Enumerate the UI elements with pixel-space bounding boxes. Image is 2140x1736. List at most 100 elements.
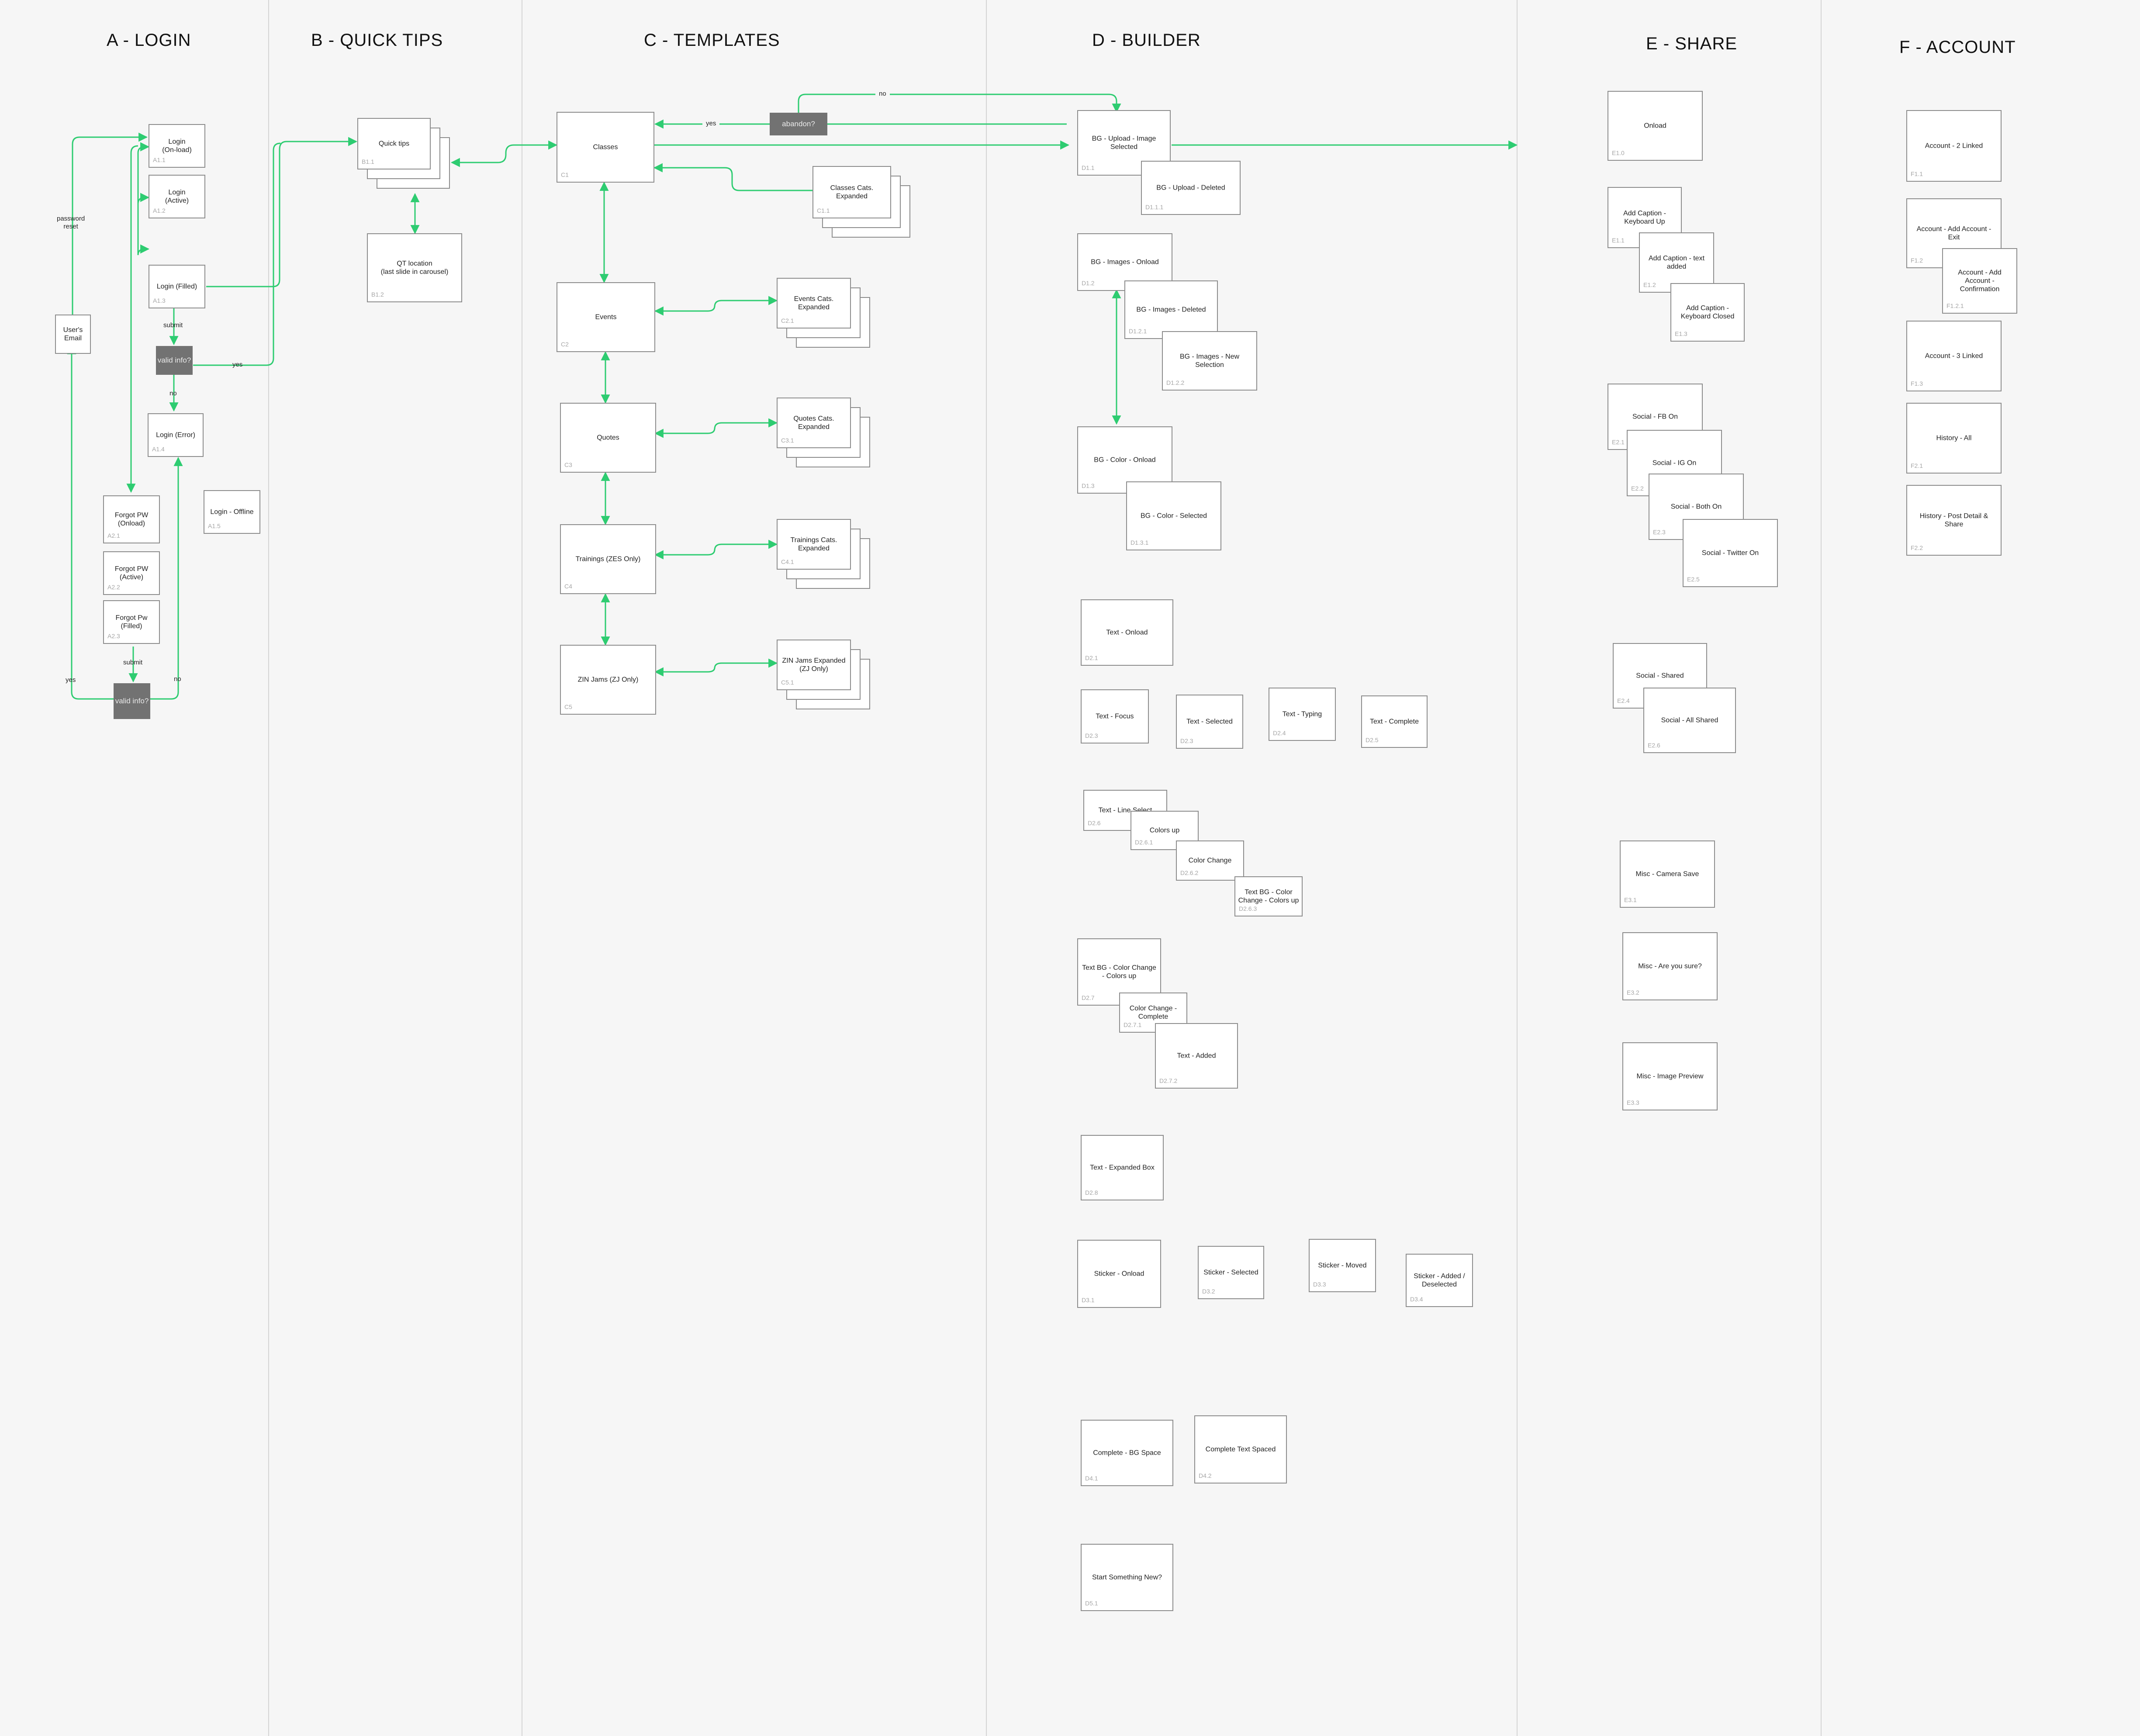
screen-id: A2.2 <box>107 584 120 591</box>
screen-label: Quotes <box>597 434 619 442</box>
screen-card-b1-2[interactable]: QT location (last slide in carousel)B1.2 <box>367 233 462 302</box>
edge-label-no: no <box>169 390 177 397</box>
column-divider <box>1517 0 1518 1736</box>
screen-label: Quick tips <box>378 140 410 148</box>
screen-card-c5[interactable]: ZIN Jams (ZJ Only)C5 <box>560 645 656 715</box>
screen-label: Colors up <box>1149 827 1180 834</box>
column-divider <box>986 0 987 1736</box>
screen-card-a1-4[interactable]: Login (Error)A1.4 <box>148 413 204 457</box>
screen-id: C4.1 <box>781 558 794 565</box>
screen-label: BG - Images - New Selection <box>1179 353 1240 369</box>
screen-id: D2.8 <box>1085 1189 1098 1196</box>
screen-card-e3-2[interactable]: Misc - Are you sure?E3.2 <box>1622 932 1718 1000</box>
screen-card-c5-1[interactable]: ZIN Jams Expanded (ZJ Only)C5.1 <box>777 640 851 690</box>
screen-card-c4[interactable]: Trainings (ZES Only)C4 <box>560 524 656 594</box>
screen-id: D1.1.1 <box>1145 204 1164 211</box>
screen-label: Login (Filled) <box>156 283 197 290</box>
screen-card-a1-2[interactable]: Login (Active)A1.2 <box>149 175 205 218</box>
screen-label: Add Caption - text added <box>1648 255 1705 270</box>
screen-card-a2-2[interactable]: Forgot PW (Active) A2.2 <box>103 551 160 595</box>
screen-card-a1-3[interactable]: Login (Filled)A1.3 <box>149 265 205 308</box>
column-title-templates: C - TEMPLATES <box>644 31 780 50</box>
screen-id: E3.1 <box>1624 896 1637 903</box>
screen-label: Account - Add Account - Exit <box>1916 225 1991 241</box>
screen-card-users-email[interactable]: User's Email <box>55 315 91 354</box>
screen-label: Forgot PW (Active) <box>114 565 149 581</box>
screen-label: Text - Expanded Box <box>1090 1164 1155 1172</box>
screen-label: Account - 3 Linked <box>1925 352 1983 360</box>
screen-id: B1.1 <box>362 158 374 165</box>
screen-label: Text - Typing <box>1282 710 1322 718</box>
screen-card-a2-1[interactable]: Forgot PW (Onload)A2.1 <box>103 495 160 543</box>
screen-id: F2.1 <box>1911 462 1923 469</box>
screen-id: E1.3 <box>1675 330 1687 337</box>
screen-label: Social - All Shared <box>1661 716 1718 724</box>
screen-label: BG - Upload - Deleted <box>1156 184 1225 192</box>
screen-id: E2.3 <box>1653 529 1666 536</box>
screen-card-a1-1[interactable]: Login (On-load)A1.1 <box>149 124 205 168</box>
screen-id: D4.2 <box>1199 1472 1212 1479</box>
screen-label: Text - Complete <box>1369 718 1419 726</box>
screen-id: A1.1 <box>153 156 166 163</box>
screen-card-d5-1[interactable]: Start Something New?D5.1 <box>1081 1544 1173 1611</box>
screen-id: E3.2 <box>1627 989 1639 996</box>
screen-id: E2.6 <box>1648 742 1660 749</box>
screen-label: BG - Upload - Image Selected <box>1092 135 1156 151</box>
screen-id: D5.1 <box>1085 1600 1098 1607</box>
screen-label: BG - Color - Selected <box>1140 512 1207 520</box>
screen-label: Add Caption - Keyboard Closed <box>1680 304 1735 320</box>
screen-id: D2.7.2 <box>1159 1077 1178 1084</box>
screen-id: D2.7.1 <box>1124 1021 1142 1028</box>
screen-id: D1.2.2 <box>1166 379 1185 386</box>
screen-label: Onload <box>1644 122 1666 130</box>
screen-label: Complete Text Spaced <box>1205 1446 1276 1453</box>
screen-label: User's Email <box>63 326 83 342</box>
screen-id: D2.6 <box>1088 820 1101 827</box>
edge-label-yes: yes <box>702 120 720 128</box>
screen-card-a2-3[interactable]: Forgot Pw (Filled)A2.3 <box>103 600 160 644</box>
screen-label: Social - Twitter On <box>1701 549 1759 557</box>
screen-id: C2.1 <box>781 317 794 324</box>
